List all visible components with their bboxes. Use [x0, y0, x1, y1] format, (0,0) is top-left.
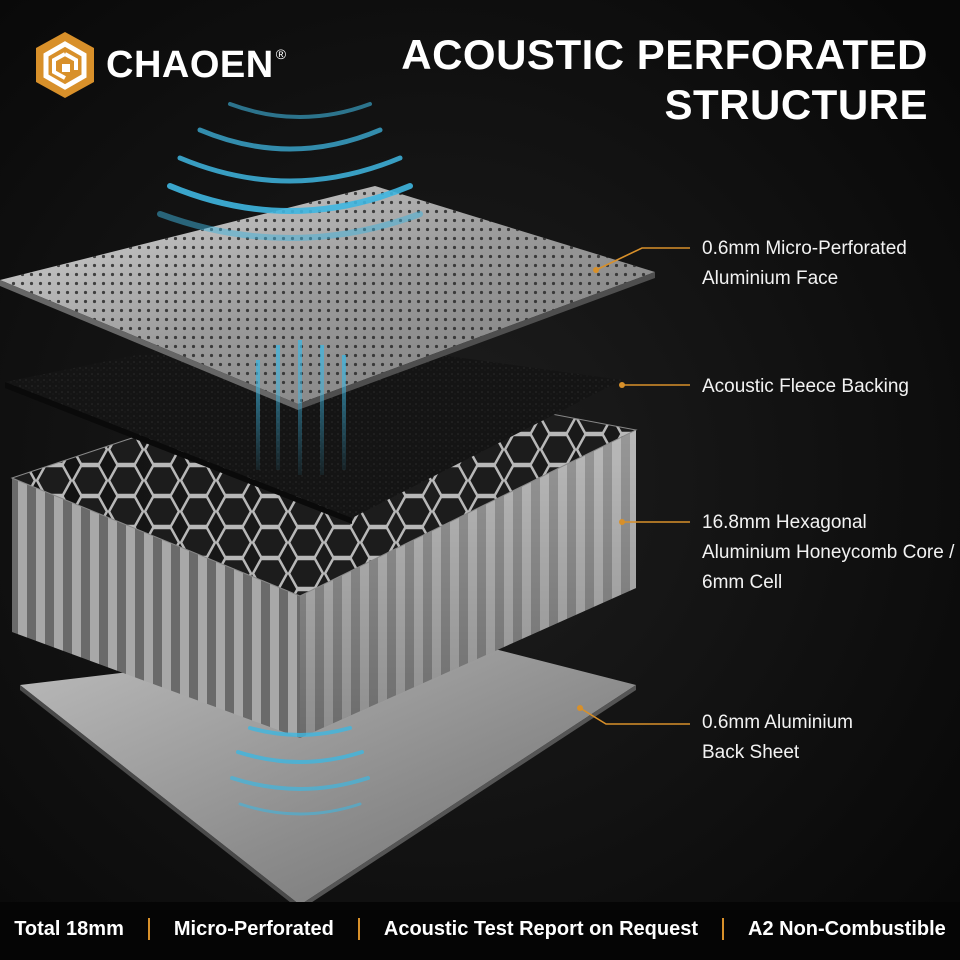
leader-lines	[579, 247, 690, 725]
footer-feature-row: Total 18mm Micro-Perforated Acoustic Tes…	[0, 912, 960, 946]
label-back-sheet: 0.6mm Aluminium Back Sheet	[702, 708, 853, 768]
micro-perforated-face	[0, 186, 655, 410]
title-line-2: STRUCTURE	[664, 81, 928, 128]
label-fleece-backing-line-1: Acoustic Fleece Backing	[702, 376, 909, 397]
page-title: ACOUSTIC PERFORATED STRUCTURE	[401, 30, 928, 130]
label-honeycomb-core-line-2: Aluminium Honeycomb Core /	[702, 542, 955, 563]
label-back-sheet-line-1: 0.6mm Aluminium	[702, 712, 853, 733]
footer-item-thickness: Total 18mm	[14, 917, 124, 940]
label-honeycomb-core-line-1: 16.8mm Hexagonal	[702, 512, 867, 533]
aluminium-back-sheet	[20, 635, 636, 910]
sound-wave-bottom-icon	[230, 726, 370, 816]
brand-name: CHAOEN®	[106, 44, 287, 87]
brand-name-text: CHAOEN	[106, 44, 274, 86]
label-perforated-face: 0.6mm Micro-Perforated Aluminium Face	[702, 234, 907, 294]
registered-mark: ®	[275, 46, 287, 62]
footer-bar	[0, 902, 960, 960]
label-perforated-face-line-2: Aluminium Face	[702, 268, 839, 289]
sound-wave-top-icon	[157, 102, 423, 241]
sound-beams	[256, 340, 346, 475]
label-honeycomb-core: 16.8mm Hexagonal Aluminium Honeycomb Cor…	[702, 508, 954, 598]
footer-item-perforated: Micro-Perforated	[173, 917, 334, 940]
leader-dots	[577, 267, 625, 711]
label-fleece-backing: Acoustic Fleece Backing	[702, 372, 909, 402]
brand-logo-icon	[36, 32, 94, 98]
footer-separator	[357, 918, 360, 940]
footer-item-fire-rating: A2 Non-Combustible	[748, 917, 946, 940]
footer-item-test-report: Acoustic Test Report on Request	[383, 917, 699, 940]
title-line-1: ACOUSTIC PERFORATED	[401, 31, 928, 78]
acoustic-fleece-layer	[5, 330, 622, 524]
label-back-sheet-line-2: Back Sheet	[702, 742, 800, 763]
footer-separator	[722, 918, 725, 940]
label-perforated-face-line-1: 0.6mm Micro-Perforated	[702, 238, 907, 259]
footer-separator	[147, 918, 150, 940]
label-honeycomb-core-line-3: 6mm Cell	[702, 572, 783, 593]
